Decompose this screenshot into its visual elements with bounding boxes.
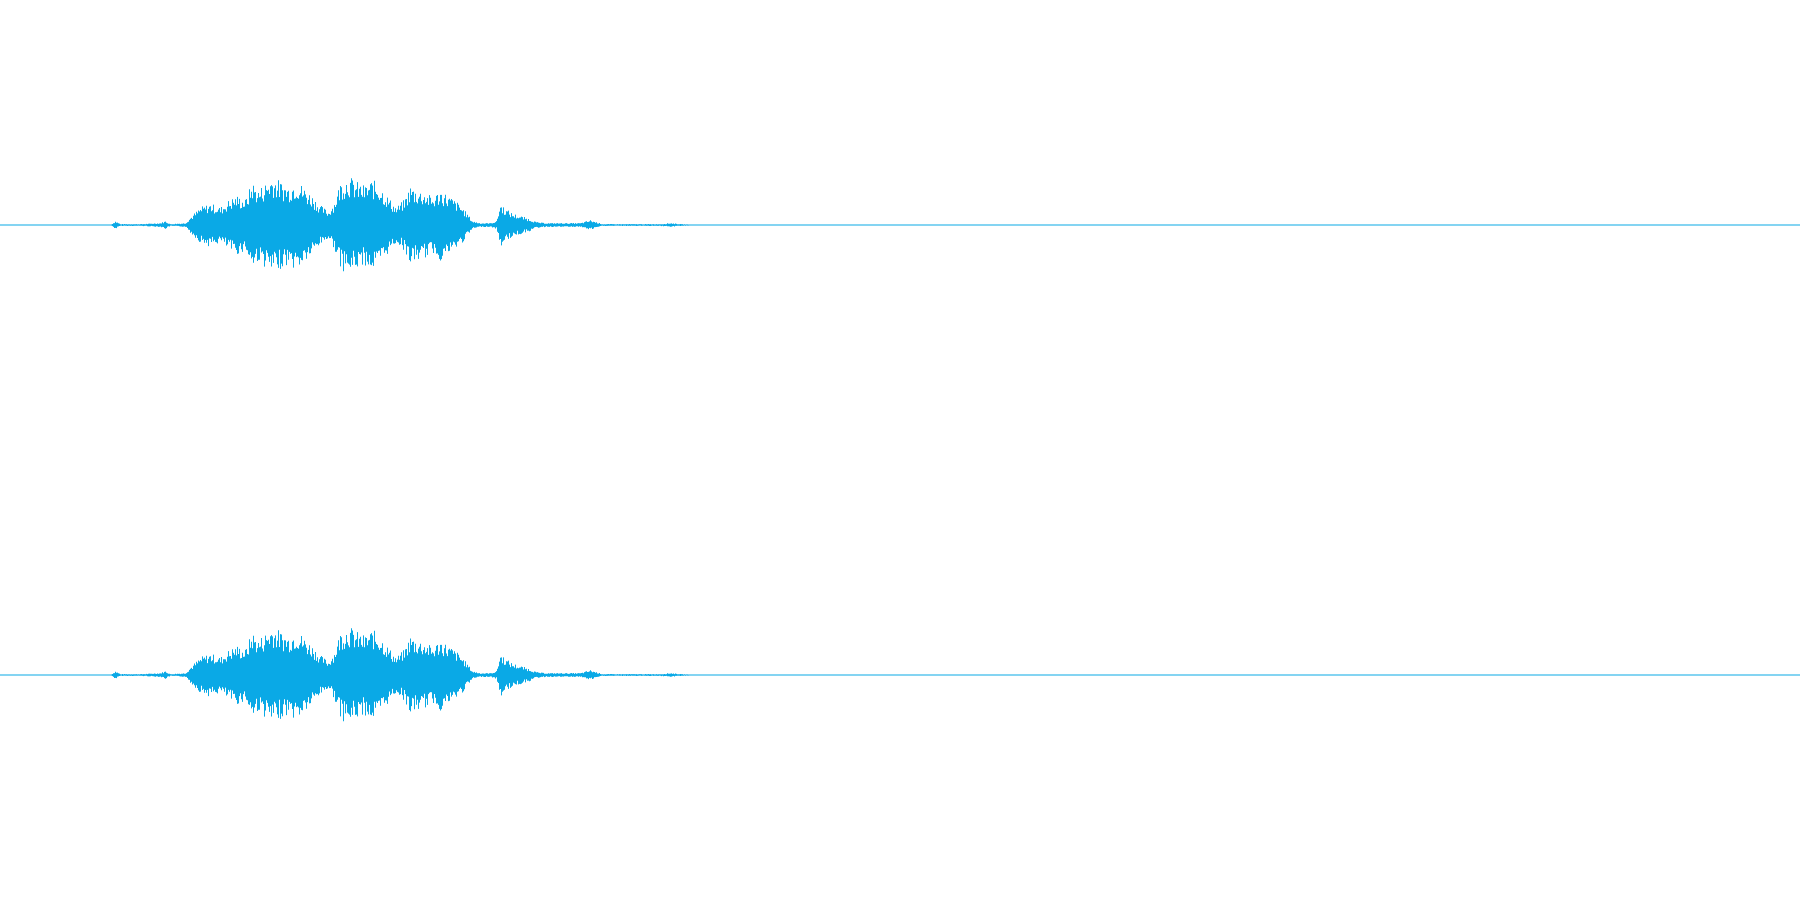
waveform-channel-left[interactable] xyxy=(0,0,1800,450)
waveform-channel-right[interactable] xyxy=(0,450,1800,900)
waveform-left-svg xyxy=(0,178,1800,272)
waveform-signal xyxy=(111,628,690,722)
waveform-signal xyxy=(111,178,690,272)
waveform-right-svg xyxy=(0,628,1800,722)
